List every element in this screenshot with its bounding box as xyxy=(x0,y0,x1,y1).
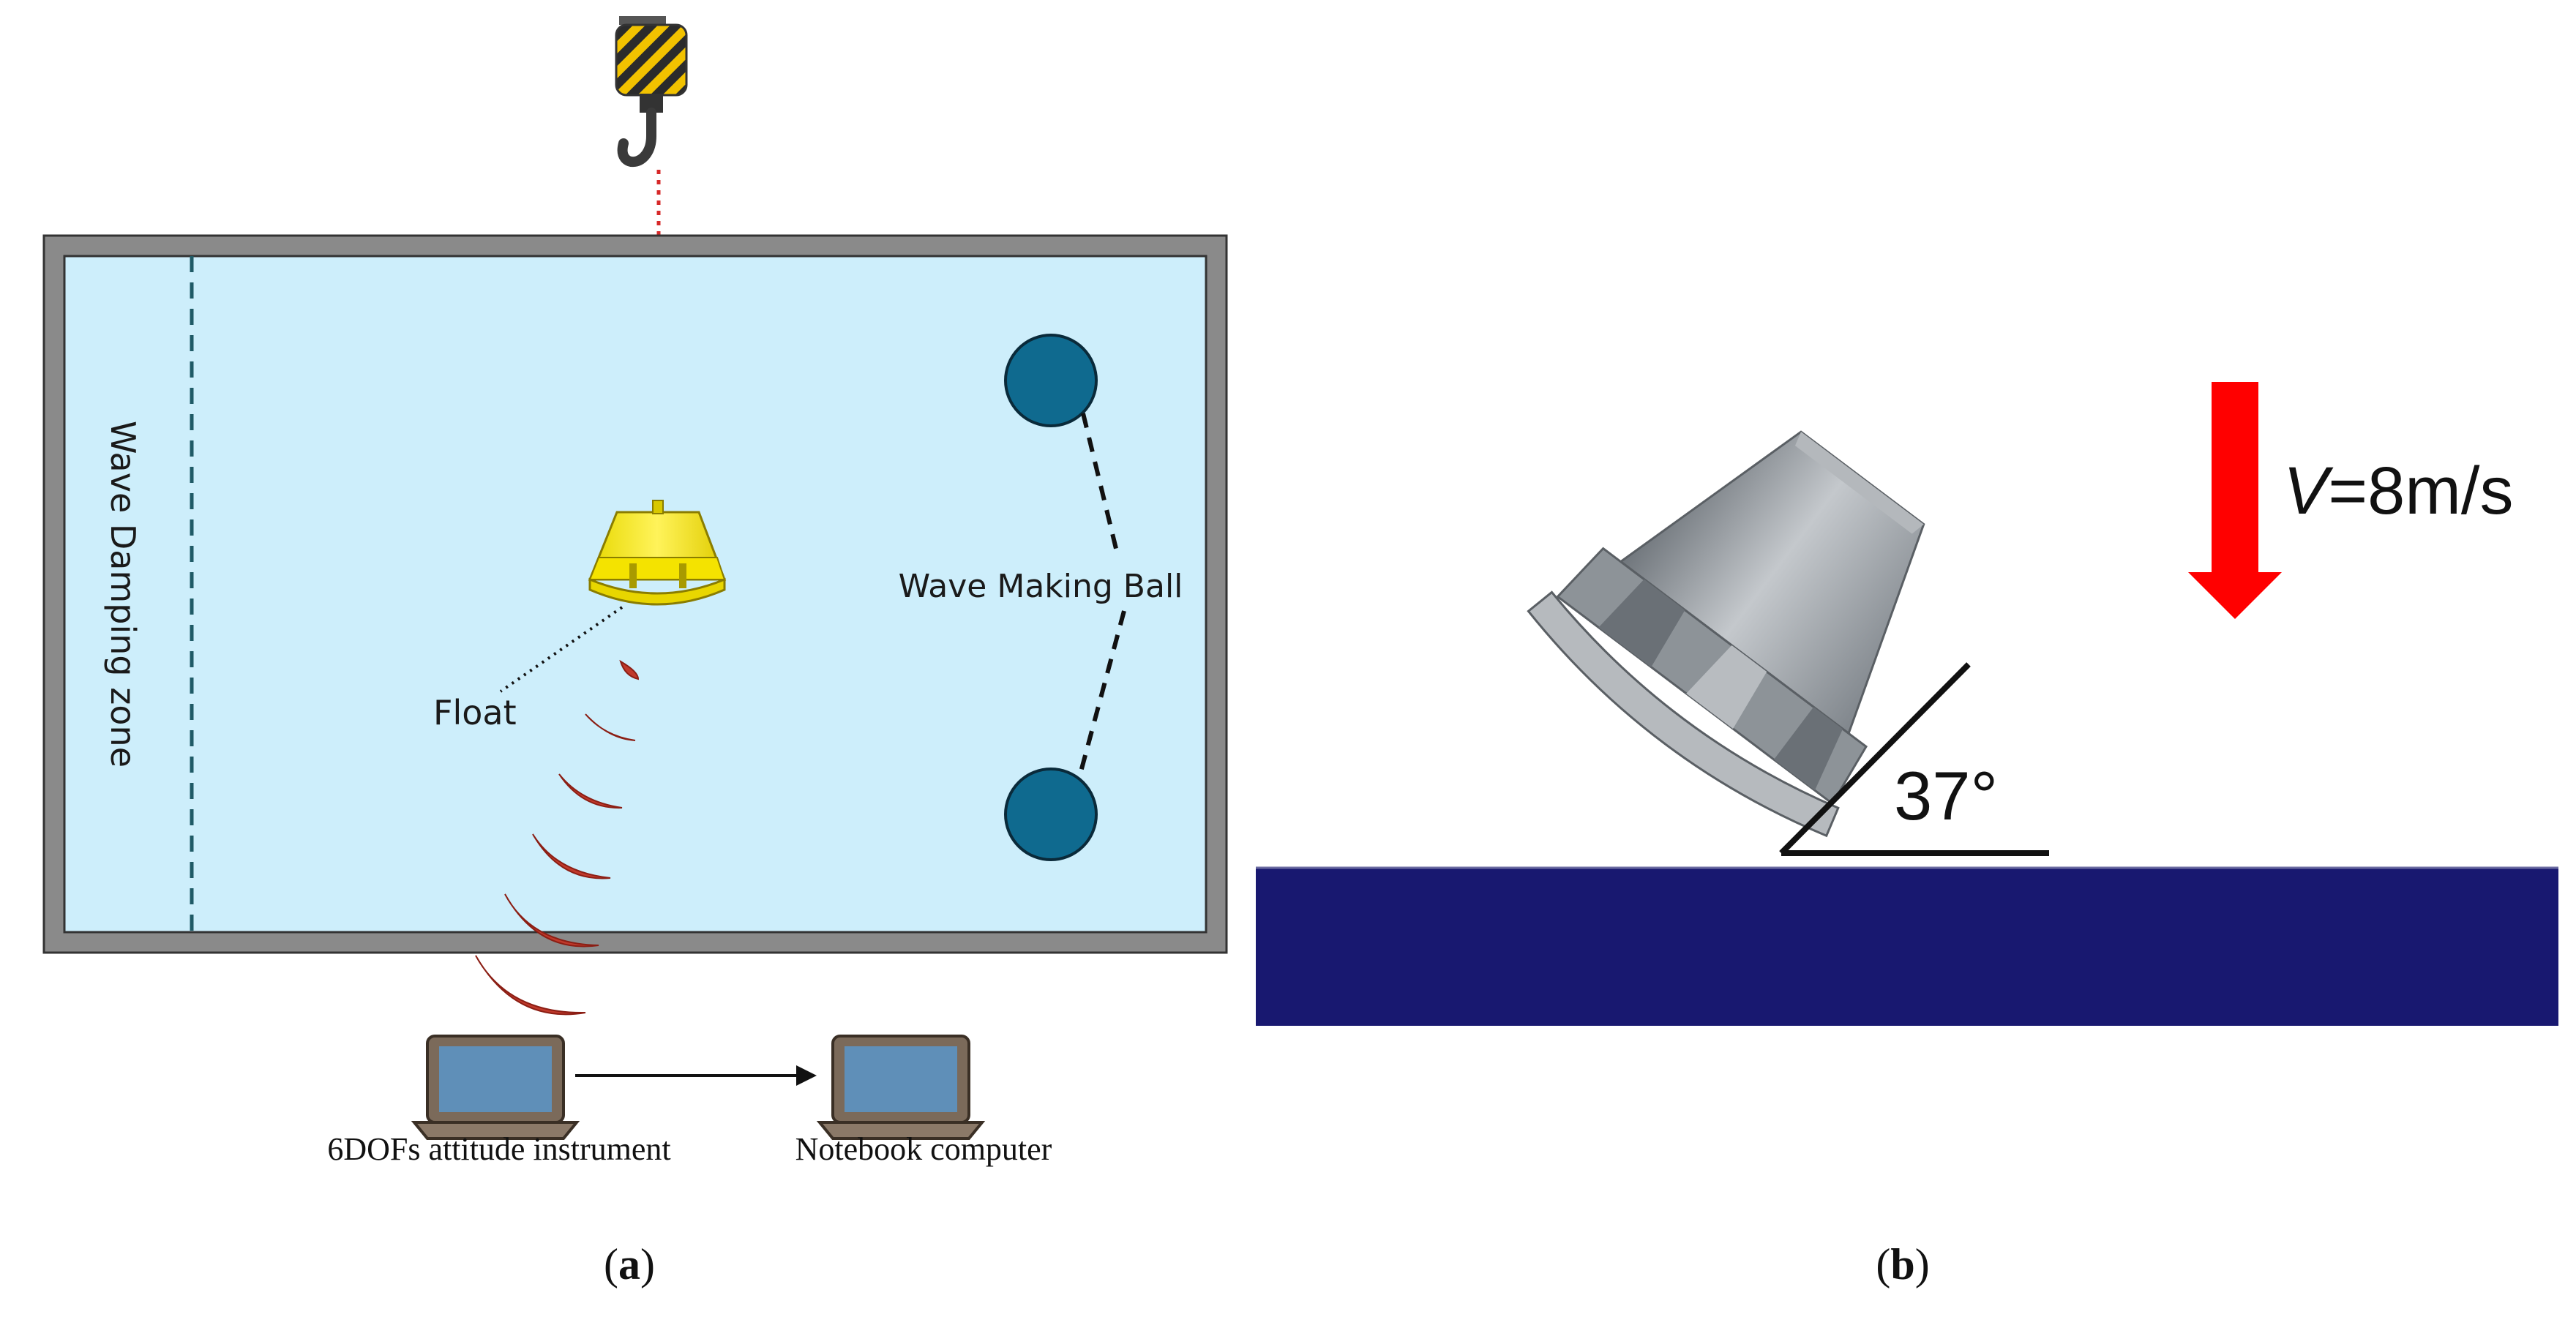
float-pointer xyxy=(499,606,624,693)
wave-arc xyxy=(619,659,640,680)
wave-arc xyxy=(475,955,586,1016)
caption-b-letter: b xyxy=(1890,1240,1914,1288)
velocity-symbol: V xyxy=(2283,454,2334,528)
caption-b: (b) xyxy=(1876,1240,1929,1288)
floor xyxy=(1256,868,2558,1026)
wave-arc xyxy=(585,713,636,741)
velocity-label: V=8m/s xyxy=(2283,454,2513,528)
caption-a: (a) xyxy=(604,1240,655,1288)
wave-arc xyxy=(558,773,623,809)
angle-label: 37° xyxy=(1894,757,1998,834)
laptop-icon xyxy=(411,1035,580,1140)
crane-hook-icon xyxy=(615,16,688,167)
wave-arc xyxy=(504,893,599,948)
angle-slant-line xyxy=(1779,662,1971,855)
velocity-value: =8m/s xyxy=(2328,454,2513,528)
wave-ball-label: Wave Making Ball xyxy=(899,568,1183,605)
float-body xyxy=(588,500,727,606)
ball-link-lower xyxy=(1077,610,1126,778)
damping-zone-label: Wave Damping zone xyxy=(103,421,143,768)
panel-b: 37° V=8m/s (b) xyxy=(1256,382,2558,1288)
panel-a: Wave Damping zone Wave Making Ball Float xyxy=(42,16,1228,1288)
arrow-right-icon xyxy=(575,1065,817,1086)
caption-a-letter: a xyxy=(618,1240,640,1288)
signal-waves xyxy=(475,659,640,1016)
arrow-down-icon xyxy=(2188,382,2282,619)
wave-ball-top xyxy=(1004,334,1098,427)
wave-arc xyxy=(532,833,611,879)
computer-label: Notebook computer xyxy=(795,1131,1052,1167)
float-label: Float xyxy=(433,693,517,732)
wave-ball-bottom xyxy=(1004,768,1098,861)
laptop-icon xyxy=(816,1035,986,1140)
instrument-label: 6DOFs attitude instrument xyxy=(327,1131,670,1167)
